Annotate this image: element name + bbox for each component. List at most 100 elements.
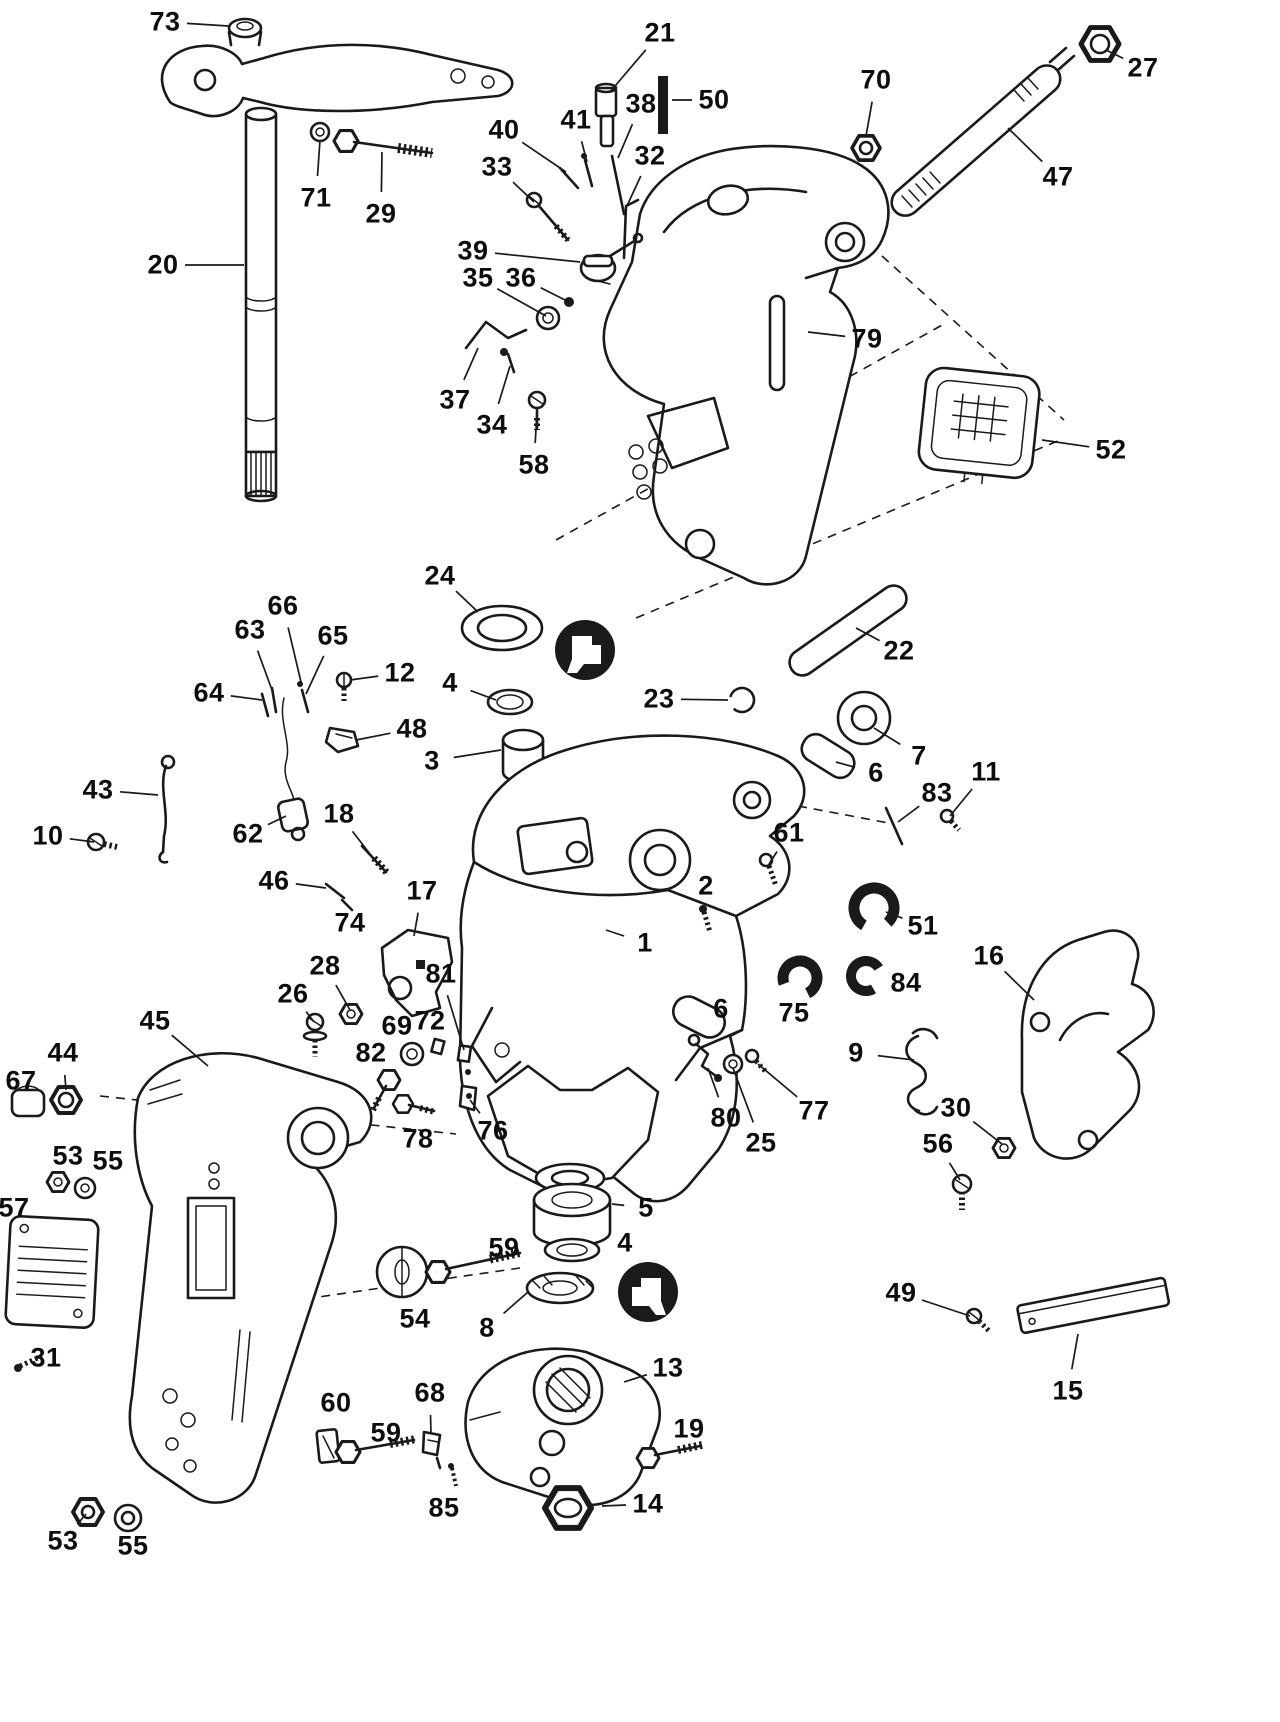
callout-18-39: 18 xyxy=(323,798,355,829)
part-52-shock-plate xyxy=(917,366,1041,485)
callout-51-47: 51 xyxy=(907,910,939,941)
callout-44-58: 44 xyxy=(47,1037,79,1068)
part-29-bolt xyxy=(332,129,434,158)
part-66-pin xyxy=(297,681,303,687)
callout-45-57: 45 xyxy=(139,1005,171,1036)
callout-67-61: 67 xyxy=(5,1065,37,1096)
callout-53-87: 53 xyxy=(47,1525,79,1556)
leader-line-52 xyxy=(1041,439,1090,448)
leader-line-61 xyxy=(768,851,778,865)
callout-47-8: 47 xyxy=(1042,161,1074,192)
callout-37-18: 37 xyxy=(439,384,471,415)
callout-60-81: 60 xyxy=(320,1387,352,1418)
leader-line-81 xyxy=(446,994,465,1051)
callout-58-20: 58 xyxy=(518,449,550,480)
leader-line-68 xyxy=(429,1414,432,1435)
part-68-clip xyxy=(421,1430,442,1470)
callout-17-45: 17 xyxy=(406,875,438,906)
leader-line-30 xyxy=(972,1120,1003,1145)
leader-line-25 xyxy=(732,1067,755,1123)
grease-point-icon xyxy=(618,1262,678,1322)
callout-43-37: 43 xyxy=(82,774,114,805)
part-59-bolt-lower xyxy=(334,1435,417,1464)
callout-81-50: 81 xyxy=(425,958,457,989)
leader-line-22 xyxy=(855,627,881,642)
part-55-washer-lower xyxy=(113,1503,143,1533)
leader-line-51 xyxy=(885,911,903,919)
callout-59-73: 59 xyxy=(488,1232,520,1263)
callout-54-76: 54 xyxy=(399,1303,431,1334)
callout-83-36: 83 xyxy=(921,777,953,808)
part-72-spacer xyxy=(430,1037,446,1056)
leader-line-4 xyxy=(470,689,497,701)
part-1-swivel-housing xyxy=(458,734,806,1203)
leader-line-65 xyxy=(305,655,325,695)
callout-75-55: 75 xyxy=(778,997,810,1028)
callout-63-25: 63 xyxy=(234,614,266,645)
callout-36-16: 36 xyxy=(505,262,537,293)
callout-23-29: 23 xyxy=(643,683,675,714)
part-47-tilt-tube xyxy=(890,46,1076,217)
leader-line-12 xyxy=(349,675,379,681)
part-37-lever xyxy=(464,320,528,356)
grease-point-icon xyxy=(555,620,615,680)
part-45-stern-bracket xyxy=(128,1051,373,1504)
callout-65-26: 65 xyxy=(317,620,349,651)
leader-line-43 xyxy=(119,790,159,796)
part-73-steering-yoke-arm xyxy=(160,17,514,118)
callout-31-78: 31 xyxy=(30,1342,62,1373)
callout-2-43: 2 xyxy=(698,870,714,901)
part-18-stud xyxy=(360,844,391,877)
callout-79-17: 79 xyxy=(851,323,883,354)
leader-line-53 xyxy=(76,1513,87,1525)
part-65-pin xyxy=(300,688,310,714)
leader-line-44 xyxy=(63,1074,67,1091)
leader-line-8 xyxy=(502,1291,529,1315)
leader-line-80 xyxy=(707,1067,720,1098)
leader-line-28 xyxy=(335,984,351,1011)
callout-6-35: 6 xyxy=(868,757,884,788)
callout-84-56: 84 xyxy=(890,967,922,998)
part-40-pin xyxy=(558,166,580,190)
part-35-ring xyxy=(535,305,561,331)
leader-line-49 xyxy=(921,1299,971,1317)
part-67-cap xyxy=(10,1085,46,1118)
callout-34-19: 34 xyxy=(476,409,508,440)
leader-line-56 xyxy=(948,1162,961,1181)
callout-30-64: 30 xyxy=(940,1092,972,1123)
part-2-screw xyxy=(699,905,713,933)
leader-line-5 xyxy=(611,1203,625,1207)
leader-line-17 xyxy=(413,912,419,937)
leader-line-76 xyxy=(469,1099,481,1114)
part-62-trim-sender xyxy=(276,697,310,842)
callout-82-59: 82 xyxy=(355,1037,387,1068)
part-82-bolt xyxy=(370,1069,402,1112)
part-56-bolt xyxy=(951,1173,973,1210)
leader-line-6 xyxy=(835,761,856,769)
callout-55-88: 55 xyxy=(117,1530,149,1561)
part-23-snap-ring xyxy=(728,686,756,714)
callout-35-15: 35 xyxy=(462,262,494,293)
leader-line-62 xyxy=(267,815,287,826)
leader-line-26 xyxy=(305,1011,315,1023)
callout-11-33: 11 xyxy=(971,756,1001,787)
part-49-screw xyxy=(965,1307,992,1334)
part-6-bushing-left xyxy=(672,995,726,1039)
part-7-washer xyxy=(836,690,892,746)
part-48-clip xyxy=(324,726,360,754)
part-10-screw xyxy=(86,832,118,852)
part-6-bushing-right xyxy=(800,732,856,780)
callout-25-69: 25 xyxy=(745,1127,777,1158)
callout-52-21: 52 xyxy=(1095,434,1127,465)
leader-line-39 xyxy=(494,252,581,263)
callout-39-13: 39 xyxy=(457,235,489,266)
leader-line-32 xyxy=(625,175,642,209)
part-85-screw xyxy=(448,1463,458,1487)
callout-1-46: 1 xyxy=(637,927,653,958)
leader-line-48 xyxy=(355,732,391,741)
callout-68-83: 68 xyxy=(414,1377,446,1408)
leader-line-66 xyxy=(287,627,302,683)
